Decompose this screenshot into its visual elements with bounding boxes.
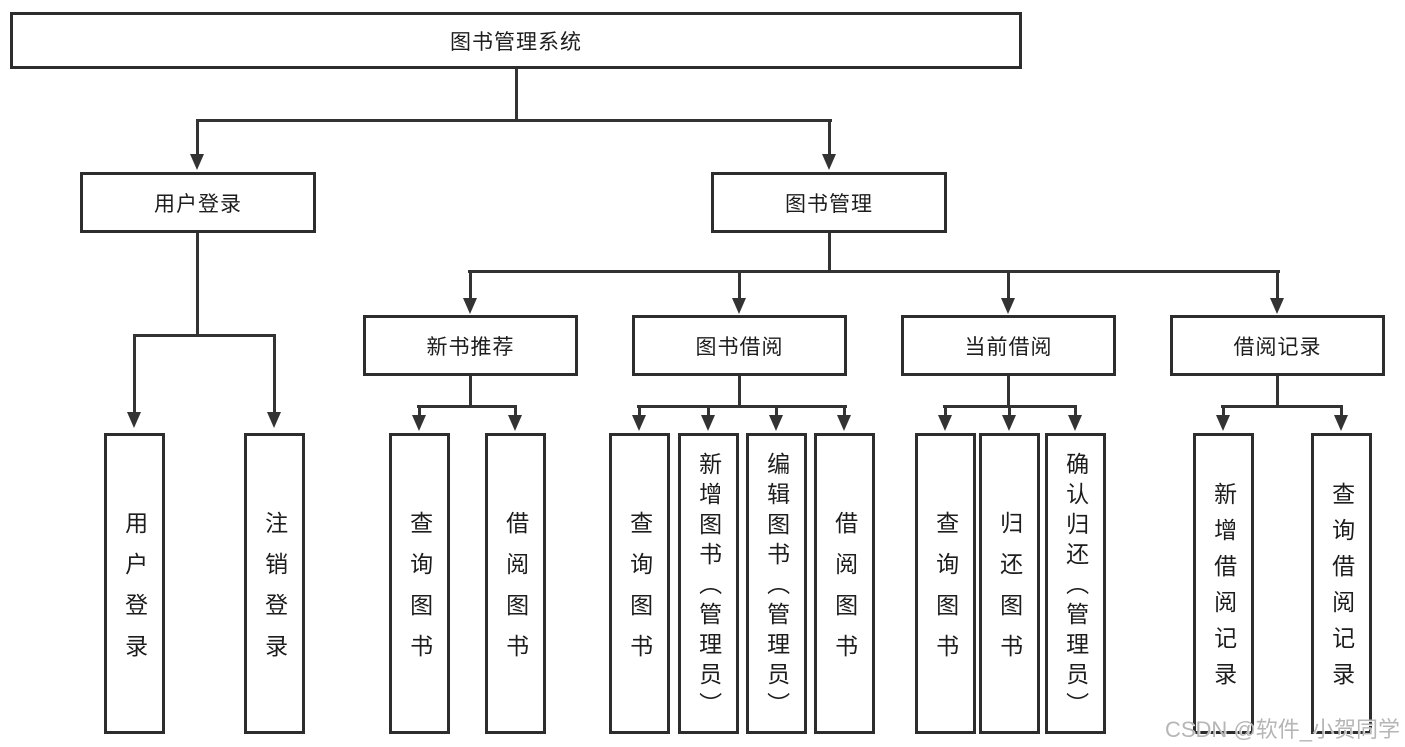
connector-shaft [1008, 405, 1011, 417]
leaf-query-books: 查询图书 [915, 433, 976, 734]
arrow-down-icon [267, 412, 281, 428]
connector-book-stem [828, 233, 831, 272]
connector-shaft [469, 270, 472, 300]
leaf-label: 用户登录 [121, 510, 148, 675]
connector-shaft [1074, 405, 1077, 417]
node-book-borrow: 图书借阅 [632, 315, 847, 376]
connector-shaft [944, 405, 947, 417]
arrow-down-icon [701, 415, 715, 431]
leaf-user-login: 用户登录 [104, 433, 165, 734]
arrow-down-icon [463, 298, 477, 314]
leaf-return-books: 归还图书 [979, 433, 1040, 734]
node-label: 图书借阅 [695, 335, 784, 359]
connector-book-bar [468, 270, 1280, 273]
connector-book-shaft [828, 119, 831, 157]
leaf-label: 编辑图书（管理员） [763, 452, 790, 722]
connector-group-bar [1221, 405, 1343, 408]
node-label: 用户登录 [154, 192, 242, 216]
connector-shaft [1340, 405, 1343, 417]
connector-user-bar [133, 334, 275, 337]
leaf-add-books-admin: 新增图书（管理员） [678, 433, 739, 734]
connector-shaft [133, 334, 136, 414]
connector-shaft [775, 405, 778, 417]
connector-shaft [273, 334, 276, 414]
leaf-label: 查询借阅记录 [1328, 482, 1355, 698]
connector-group-stem [1276, 376, 1279, 407]
arrow-down-icon [1270, 298, 1284, 314]
leaf-borrow-books: 借阅图书 [485, 433, 546, 734]
connector-root-stem [515, 69, 518, 120]
leaf-label: 新增图书（管理员） [695, 452, 722, 722]
node-current-borrow: 当前借阅 [901, 315, 1116, 376]
leaf-label: 借阅图书 [831, 510, 858, 675]
connector-shaft [514, 405, 517, 417]
node-label: 新书推荐 [426, 335, 515, 359]
connector-shaft [1007, 270, 1010, 300]
connector-group-bar [637, 405, 847, 408]
connector-root-bar [196, 119, 832, 122]
arrow-down-icon [1001, 298, 1015, 314]
leaf-query-books: 查询图书 [609, 433, 670, 734]
connector-user-stem [196, 233, 199, 336]
connector-group-stem [469, 376, 472, 407]
leaf-logout: 注销登录 [244, 433, 305, 734]
arrow-down-icon [837, 415, 851, 431]
arrow-down-icon [412, 415, 426, 431]
leaf-query-books: 查询图书 [389, 433, 450, 734]
leaf-label: 查询图书 [406, 510, 433, 675]
node-borrow-records: 借阅记录 [1170, 315, 1385, 376]
csdn-watermark: CSDN @软件_小贺同学 [1164, 717, 1400, 742]
connector-shaft [1222, 405, 1225, 417]
leaf-query-borrow-record: 查询借阅记录 [1311, 433, 1372, 734]
arrow-down-icon [190, 154, 204, 170]
node-label: 图书管理 [785, 192, 873, 216]
leaf-add-borrow-record: 新增借阅记录 [1193, 433, 1254, 734]
connector-shaft [638, 405, 641, 417]
arrow-down-icon [769, 415, 783, 431]
connector-group-stem [1007, 376, 1010, 407]
node-label: 当前借阅 [964, 335, 1053, 359]
leaf-label: 确认归还（管理员） [1062, 452, 1089, 722]
node-new-book-recommend: 新书推荐 [363, 315, 578, 376]
arrow-down-icon [127, 412, 141, 428]
node-label: 借阅记录 [1233, 335, 1322, 359]
connector-shaft [738, 270, 741, 300]
connector-group-stem [738, 376, 741, 407]
leaf-label: 归还图书 [996, 510, 1023, 675]
connector-shaft [707, 405, 710, 417]
node-user-login: 用户登录 [80, 172, 316, 233]
connector-shaft [418, 405, 421, 417]
connector-shaft [1276, 270, 1279, 300]
leaf-borrow-books: 借阅图书 [814, 433, 875, 734]
connector-user-shaft [196, 119, 199, 157]
connector-group-bar [417, 405, 517, 408]
leaf-label: 借阅图书 [502, 510, 529, 675]
arrow-down-icon [1216, 415, 1230, 431]
arrow-down-icon [732, 298, 746, 314]
arrow-down-icon [1002, 415, 1016, 431]
arrow-down-icon [508, 415, 522, 431]
connector-shaft [843, 405, 846, 417]
leaf-label: 注销登录 [261, 510, 288, 675]
node-label: 图书管理系统 [450, 30, 582, 54]
arrow-down-icon [1068, 415, 1082, 431]
node-book-management: 图书管理 [711, 172, 947, 233]
arrow-down-icon [632, 415, 646, 431]
arrow-down-icon [822, 154, 836, 170]
node-library-system: 图书管理系统 [10, 12, 1022, 69]
leaf-label: 新增借阅记录 [1210, 482, 1237, 698]
leaf-confirm-return-admin: 确认归还（管理员） [1045, 433, 1106, 734]
arrow-down-icon [1334, 415, 1348, 431]
arrow-down-icon [938, 415, 952, 431]
leaf-label: 查询图书 [932, 510, 959, 675]
leaf-label: 查询图书 [626, 510, 653, 675]
leaf-edit-books-admin: 编辑图书（管理员） [746, 433, 807, 734]
